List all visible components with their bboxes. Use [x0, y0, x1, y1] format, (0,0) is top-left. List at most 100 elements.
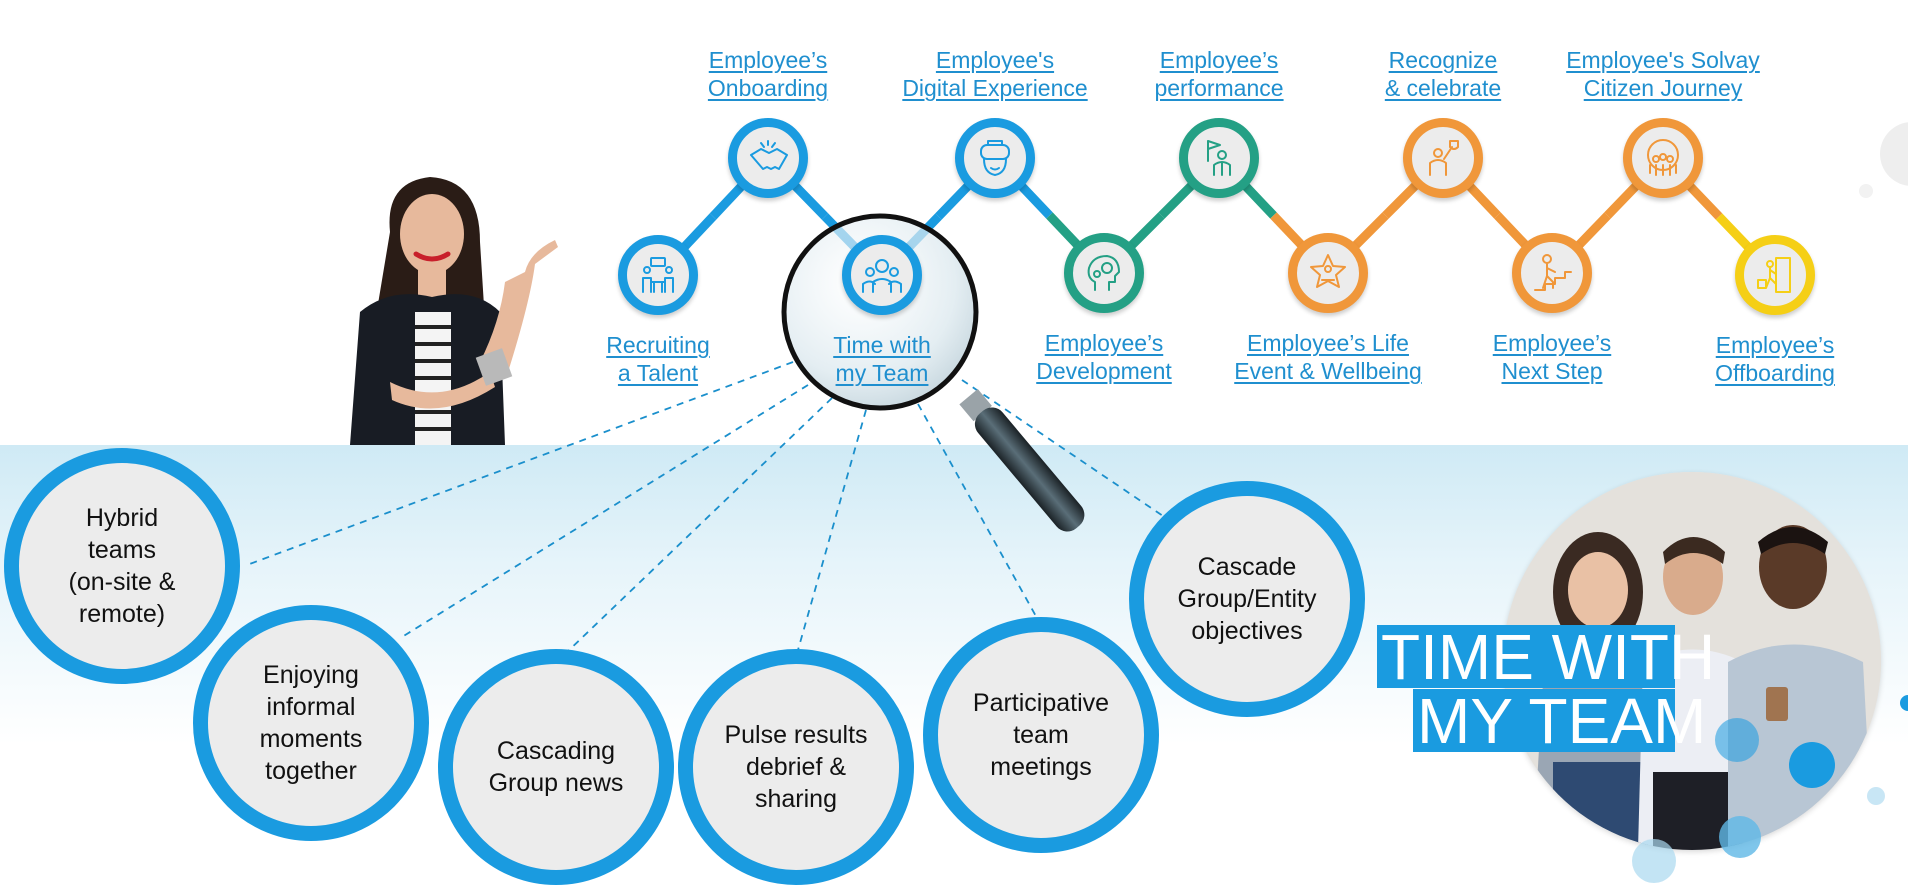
dashed-line-objectives: [961, 379, 1164, 517]
dashed-line-meetings: [917, 403, 1038, 619]
star-person-icon: [1310, 254, 1346, 288]
journey-node-digital-experience[interactable]: [955, 118, 1035, 198]
topic-text-line: teams: [87, 536, 157, 564]
globe-people-icon: [1647, 139, 1679, 176]
team-icon: [862, 259, 902, 293]
topic-text-line: Participative: [972, 689, 1110, 717]
link-text-line: Employee’s: [1159, 47, 1279, 73]
topic-text-line: meetings: [990, 753, 1092, 781]
topic-text-line: together: [265, 757, 357, 785]
dashed-line-group-news: [564, 397, 833, 655]
decor-circle: [1880, 122, 1908, 186]
topic-text-line: Group news: [488, 769, 624, 797]
dashed-line-pulse: [797, 409, 867, 651]
link-text-line: Offboarding: [1715, 360, 1835, 386]
link-text-line: Employee’s: [1492, 330, 1612, 356]
topic-text-line: objectives: [1191, 617, 1303, 645]
link-text-line: Recruiting: [606, 332, 710, 358]
link-text-line: Event & Wellbeing: [1234, 358, 1422, 384]
bubble: [1632, 839, 1676, 883]
topic-text-line: Enjoying: [263, 661, 359, 689]
link-text-line: Digital Experience: [902, 75, 1088, 101]
link-text-line: Onboarding: [707, 75, 829, 101]
link-text-line: Recognize: [1388, 47, 1498, 73]
pointing-woman-image: [350, 177, 558, 445]
topic-text: Participative team meetings: [956, 687, 1126, 783]
link-text-line: Employee’s: [1715, 332, 1835, 358]
stairs-person-icon: [1534, 254, 1572, 291]
bubble: [1900, 695, 1908, 711]
topic-text-line: sharing: [755, 785, 837, 813]
journey-node-development[interactable]: [1064, 233, 1144, 313]
journey-node-life-event[interactable]: [1288, 233, 1368, 313]
journey-node-solvay-citizen[interactable]: [1623, 118, 1703, 198]
link-text-line: Employee’s: [708, 47, 828, 73]
handshake-icon: [750, 140, 788, 170]
link-text-line: my Team: [835, 360, 929, 386]
exit-door-icon: [1757, 257, 1791, 293]
flag-person-icon: [1207, 140, 1231, 176]
dashed-line-hybrid: [246, 361, 794, 566]
bubble: [1715, 718, 1759, 762]
link-text-line: Development: [1036, 358, 1172, 384]
topic-text: Pulse results debrief & sharing: [711, 719, 881, 815]
link-text-line: a Talent: [617, 360, 699, 386]
journey-link-recognize[interactable]: Recognize& celebrate: [1323, 46, 1563, 102]
link-text-line: Employee's: [935, 47, 1055, 73]
link-text-line: Employee’s Life: [1247, 330, 1409, 356]
topic-text-line: debrief &: [745, 753, 847, 781]
hero-title-line2: MY TEAM: [1413, 689, 1706, 753]
link-text-line: Employee's Solvay: [1566, 47, 1760, 73]
dashed-connectors: [246, 361, 1164, 655]
bubble: [1867, 787, 1885, 805]
vr-headset-icon: [980, 140, 1010, 176]
topic-text-line: remote): [78, 600, 166, 628]
topic-text-line: Cascade: [1197, 553, 1297, 581]
meeting-icon: [642, 257, 674, 293]
journey-node-recognize[interactable]: [1403, 118, 1483, 198]
link-text-line: Next Step: [1501, 358, 1603, 384]
link-text-line: Employee’s: [1044, 330, 1164, 356]
bubble: [1789, 742, 1835, 788]
head-gears-icon: [1087, 255, 1120, 291]
trophy-person-icon: [1429, 140, 1459, 176]
link-text-line: performance: [1154, 75, 1284, 101]
magnifier-handle: [959, 389, 1085, 532]
topic-text: Enjoying informal moments together: [226, 659, 396, 787]
topic-text-line: informal: [266, 693, 356, 721]
journey-node-recruiting[interactable]: [618, 235, 698, 315]
topic-text-line: Cascading: [496, 737, 616, 765]
hero-title-line1: TIME WITH: [1377, 625, 1715, 689]
link-text-line: Citizen Journey: [1583, 75, 1743, 101]
journey-node-onboarding[interactable]: [728, 118, 808, 198]
topic-text-line: moments: [259, 725, 363, 753]
journey-node-next-step[interactable]: [1512, 233, 1592, 313]
journey-node-offboarding[interactable]: [1735, 235, 1815, 315]
bubble: [1719, 816, 1761, 858]
link-text-line: Time with: [833, 332, 931, 358]
topic-text-line: Pulse results: [724, 721, 868, 749]
link-text-line: & celebrate: [1384, 75, 1502, 101]
topic-text-line: Hybrid: [85, 504, 159, 532]
journey-node-time-with-team[interactable]: [842, 235, 922, 315]
decor-circle: [1859, 184, 1873, 198]
dashed-line-informal: [401, 384, 809, 638]
topic-text-line: team: [1013, 721, 1069, 749]
journey-node-performance[interactable]: [1179, 118, 1259, 198]
topic-text-line: Group/Entity: [1177, 585, 1317, 613]
